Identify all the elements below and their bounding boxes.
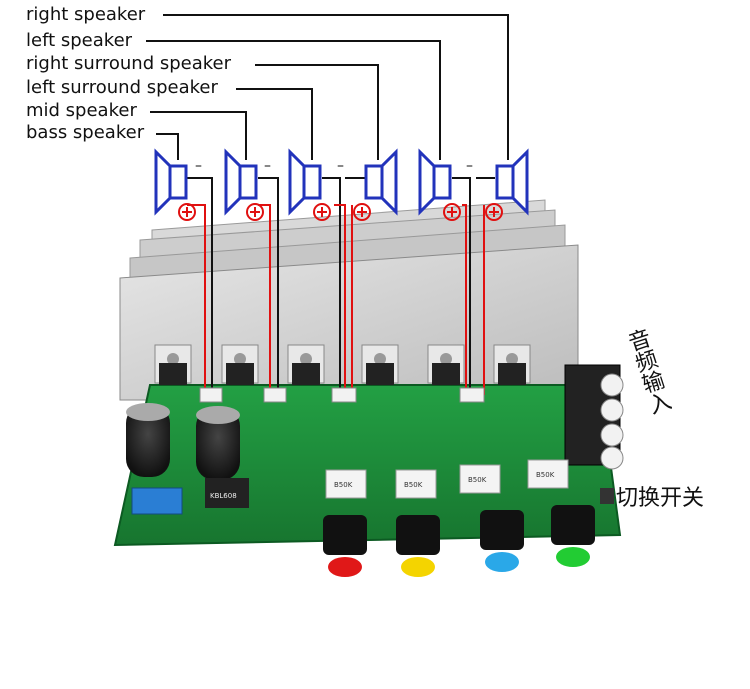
knob-mark: B50K: [404, 481, 423, 489]
minus-signs: – – – –: [195, 158, 473, 174]
knob-mark: B50K: [468, 476, 487, 484]
rectifier-mark: KBL608: [210, 492, 237, 500]
knob-mark: B50K: [536, 471, 555, 479]
label-bass-speaker: bass speaker: [26, 122, 145, 143]
speaker-connectors: [199, 387, 485, 403]
knob-mark: B50K: [334, 481, 353, 489]
minus-sign: –: [264, 158, 271, 174]
power-transistors: [154, 344, 531, 385]
control-knobs: [323, 505, 595, 577]
plus-terminal-icons: [178, 203, 503, 221]
potentiometers: [325, 459, 569, 499]
label-switch: 切换开关: [616, 486, 705, 511]
filter-capacitors: [126, 403, 240, 480]
speaker-icons: [154, 148, 529, 216]
switch: [600, 488, 614, 504]
knob-marks: B50K B50K B50K B50K: [334, 471, 555, 489]
label-mid-speaker: mid speaker: [26, 100, 137, 121]
label-left-surround-speaker: left surround speaker: [26, 77, 218, 98]
minus-sign: –: [337, 158, 344, 174]
leader-lines: [146, 14, 509, 160]
rectifier: [205, 478, 249, 508]
power-terminal: [131, 487, 183, 515]
label-right-speaker: right speaker: [26, 4, 146, 25]
minus-sign: –: [195, 158, 202, 174]
audio-input-jacks: [564, 364, 624, 470]
label-left-speaker: left speaker: [26, 30, 133, 51]
label-right-surround-speaker: right surround speaker: [26, 53, 232, 74]
speaker-wires: [187, 177, 495, 395]
minus-sign: –: [466, 158, 473, 174]
